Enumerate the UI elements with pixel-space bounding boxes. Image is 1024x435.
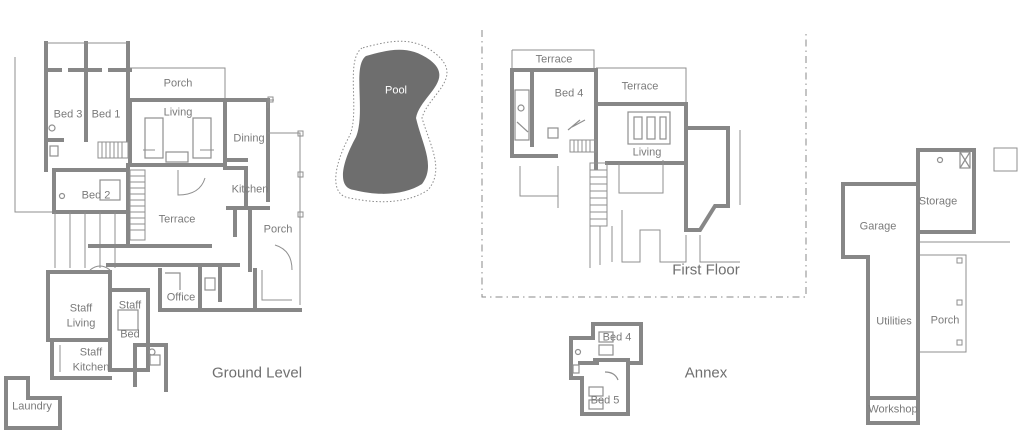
room-label-staff-kitchen-line2: Kitchen — [72, 361, 110, 374]
room-label-staff-living-line2: Living — [66, 317, 96, 330]
room-label-porch-garage: Porch — [930, 314, 960, 327]
room-label-living: Living — [163, 106, 193, 119]
first-floor-plan — [481, 30, 807, 298]
room-label-staff-bed-line1: Staff — [118, 299, 142, 312]
pool-water — [342, 49, 440, 194]
room-label-utilities: Utilities — [876, 315, 912, 328]
room-label-kitchen: Kitchen — [231, 183, 269, 196]
room-label-staff-living-line1: Staff — [69, 302, 93, 315]
ground-level-plan — [4, 41, 304, 430]
pool — [335, 40, 448, 203]
room-label-staff-kitchen-line1: Staff — [79, 346, 103, 359]
room-label-bed1: Bed 1 — [91, 108, 121, 121]
section-title-ground-level: Ground Level — [211, 364, 303, 382]
section-title-annex: Annex — [684, 364, 728, 382]
room-label-terrace-ff-top: Terrace — [535, 53, 573, 66]
room-label-porch-top: Porch — [163, 77, 193, 90]
room-label-terrace-ff-right: Terrace — [621, 80, 659, 93]
room-label-laundry: Laundry — [12, 400, 52, 413]
room-label-bed3: Bed 3 — [53, 108, 83, 121]
section-title-first-floor: First Floor — [672, 261, 740, 279]
room-label-annex-bed5: Bed 5 — [590, 394, 620, 407]
room-label-staff-bed-line2: Bed — [120, 328, 140, 341]
garage-plan — [841, 147, 1018, 425]
room-label-terrace-ground: Terrace — [158, 213, 196, 226]
room-label-garage: Garage — [859, 220, 897, 233]
room-label-dining: Dining — [233, 132, 265, 145]
room-label-porch-right: Porch — [263, 223, 293, 236]
annex-plan — [569, 322, 643, 416]
room-label-annex-bed4: Bed 4 — [602, 331, 632, 344]
room-label-office: Office — [166, 291, 196, 304]
room-label-workshop: Workshop — [868, 403, 918, 416]
room-label-bed4-ff: Bed 4 — [554, 87, 584, 100]
room-label-living-ff: Living — [632, 146, 662, 159]
room-label-bed2: Bed 2 — [81, 189, 111, 202]
pool-label: Pool — [384, 84, 408, 97]
room-label-storage: Storage — [918, 195, 958, 208]
